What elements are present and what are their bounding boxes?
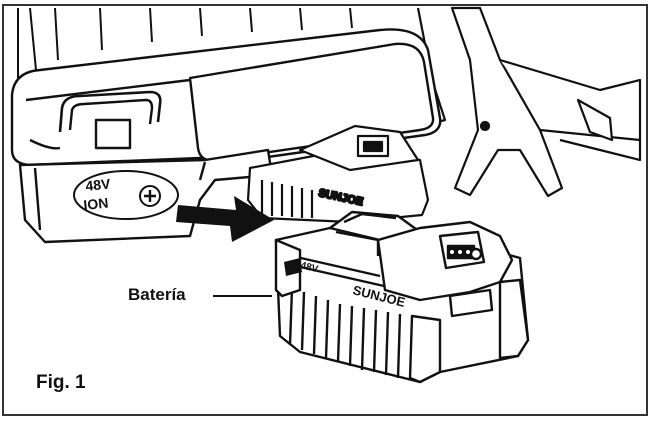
tool-voltage-badge: 48V ION bbox=[73, 170, 179, 220]
figure-number-label: Fig. 1 bbox=[36, 372, 86, 393]
battery-voltage-text: 48V bbox=[299, 260, 319, 275]
rear-battery: SUNJOE bbox=[246, 124, 430, 224]
battery-callout-label: Batería bbox=[128, 285, 186, 304]
battery-pack bbox=[274, 210, 530, 384]
machine-stand bbox=[416, 6, 642, 198]
tool-badge-voltage-text: 48V bbox=[85, 175, 112, 194]
tool-badge-ion-text: ION bbox=[83, 194, 109, 213]
insertion-arrow bbox=[176, 196, 274, 242]
